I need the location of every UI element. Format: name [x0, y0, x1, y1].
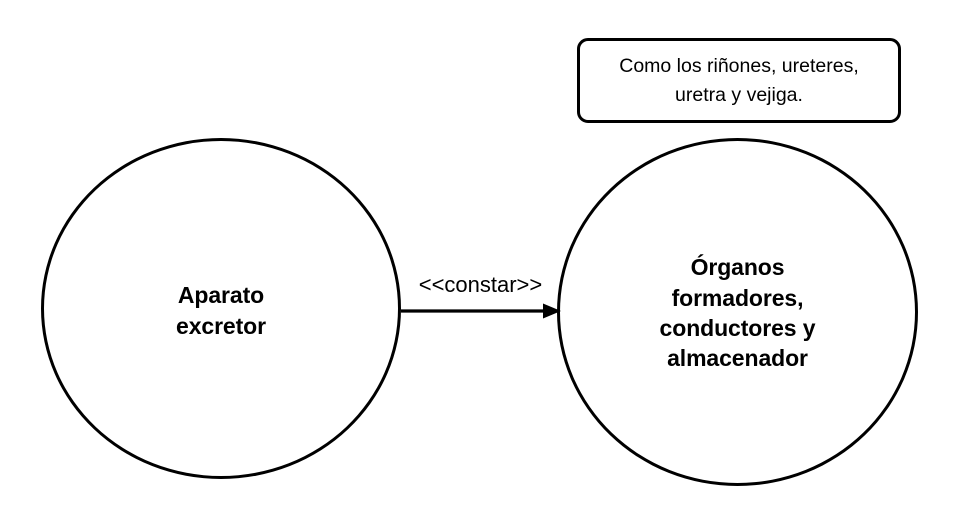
note-box-text: Como los riñones, ureteres, uretra y vej…	[619, 55, 859, 106]
association-edge-stereotype-label: <<constar>>	[418, 272, 543, 297]
node-aparato-excretor[interactable]: Aparato excretor	[41, 138, 401, 479]
note-box[interactable]: Como los riñones, ureteres, uretra y vej…	[577, 38, 901, 123]
node-organos-formadores-label: Órganos formadores, conductores y almace…	[659, 254, 816, 372]
node-aparato-excretor-label: Aparato excretor	[176, 282, 266, 339]
node-organos-formadores[interactable]: Órganos formadores, conductores y almace…	[557, 138, 918, 486]
